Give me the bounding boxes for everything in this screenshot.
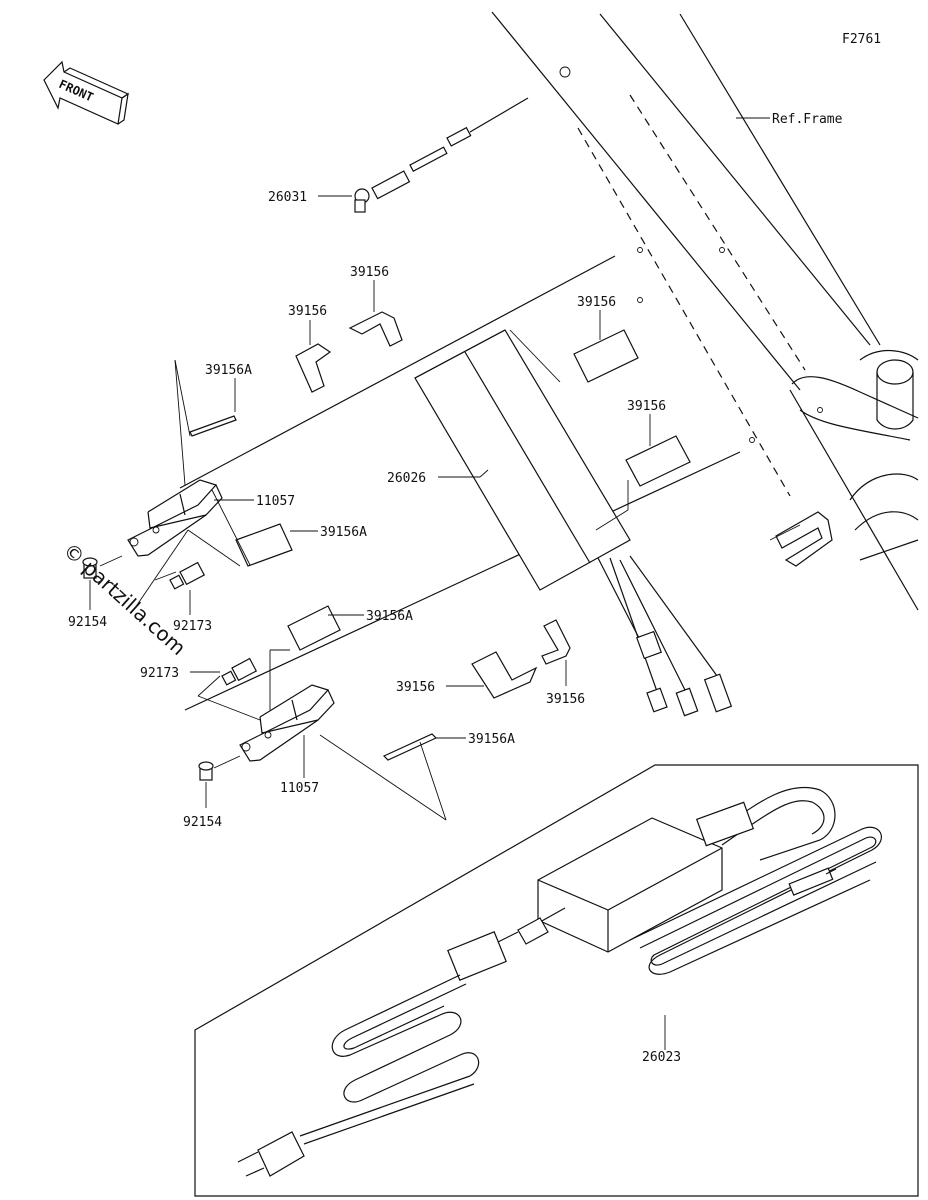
part-number-39156-a: 39156: [288, 304, 327, 319]
harness-part: [179, 255, 741, 717]
part-number-39156-d: 39156: [627, 399, 666, 414]
part-number-39156a-pad-lower: 39156A: [366, 609, 413, 624]
part-number-11057-lower: 11057: [280, 781, 319, 796]
pad-a-upper-part: [235, 523, 293, 567]
part-number-92154-upper: 92154: [68, 615, 107, 630]
part-number-39156a-pad-upper: 39156A: [320, 525, 367, 540]
pad-c-part: [573, 329, 639, 383]
leader-line: [213, 755, 241, 769]
charger-panel: [194, 764, 919, 1197]
part-number-92154-lower: 92154: [183, 815, 222, 830]
part-number-39156-b: 39156: [350, 265, 389, 280]
part-number-11057-upper: 11057: [256, 494, 295, 509]
pad-d-part: [625, 435, 691, 487]
part-number-92173-lower: 92173: [140, 666, 179, 681]
part-number-39156a-lower: 39156A: [468, 732, 515, 747]
part-number-26026: 26026: [387, 471, 426, 486]
frame-outline: [491, 11, 919, 611]
part-number-26023: 26023: [642, 1050, 681, 1065]
pad-e-part: [471, 651, 538, 699]
part-number-92173-upper: 92173: [173, 619, 212, 634]
bolt-lower-part: [198, 761, 214, 781]
strip-lower-part: [382, 733, 438, 761]
bracket-upper-part: [127, 479, 223, 557]
charger-part: [237, 786, 882, 1177]
leader-line: [99, 555, 123, 567]
pad-a-lower-part: [287, 605, 341, 651]
pad-a-part: [295, 343, 332, 393]
sensor-part: [354, 97, 529, 213]
part-number-39156-f: 39156: [546, 692, 585, 707]
part-number-39156-e: 39156: [396, 680, 435, 695]
strip-upper-part: [189, 415, 237, 437]
pad-f-part: [541, 619, 571, 665]
part-number-26031: 26031: [268, 190, 307, 205]
part-number-39156-c: 39156: [577, 295, 616, 310]
leader-lines: [134, 329, 629, 821]
ref-frame-label: Ref.Frame: [772, 112, 843, 127]
stud-lower-part: [221, 657, 258, 686]
frame-dash-line: [629, 94, 806, 371]
front-arrow-icon: FRONT: [43, 60, 130, 125]
part-number-39156a-upper: 39156A: [205, 363, 252, 378]
pad-b-part: [348, 311, 403, 347]
bracket-lower-part: [239, 684, 335, 762]
frame-dash-line: [577, 127, 791, 497]
leader-line: [479, 469, 489, 478]
stud-upper-part: [169, 561, 206, 590]
watermark-text: © partzilla.com: [59, 538, 191, 660]
figure-code: F2761: [842, 32, 881, 47]
bolt-upper-part: [82, 557, 98, 579]
